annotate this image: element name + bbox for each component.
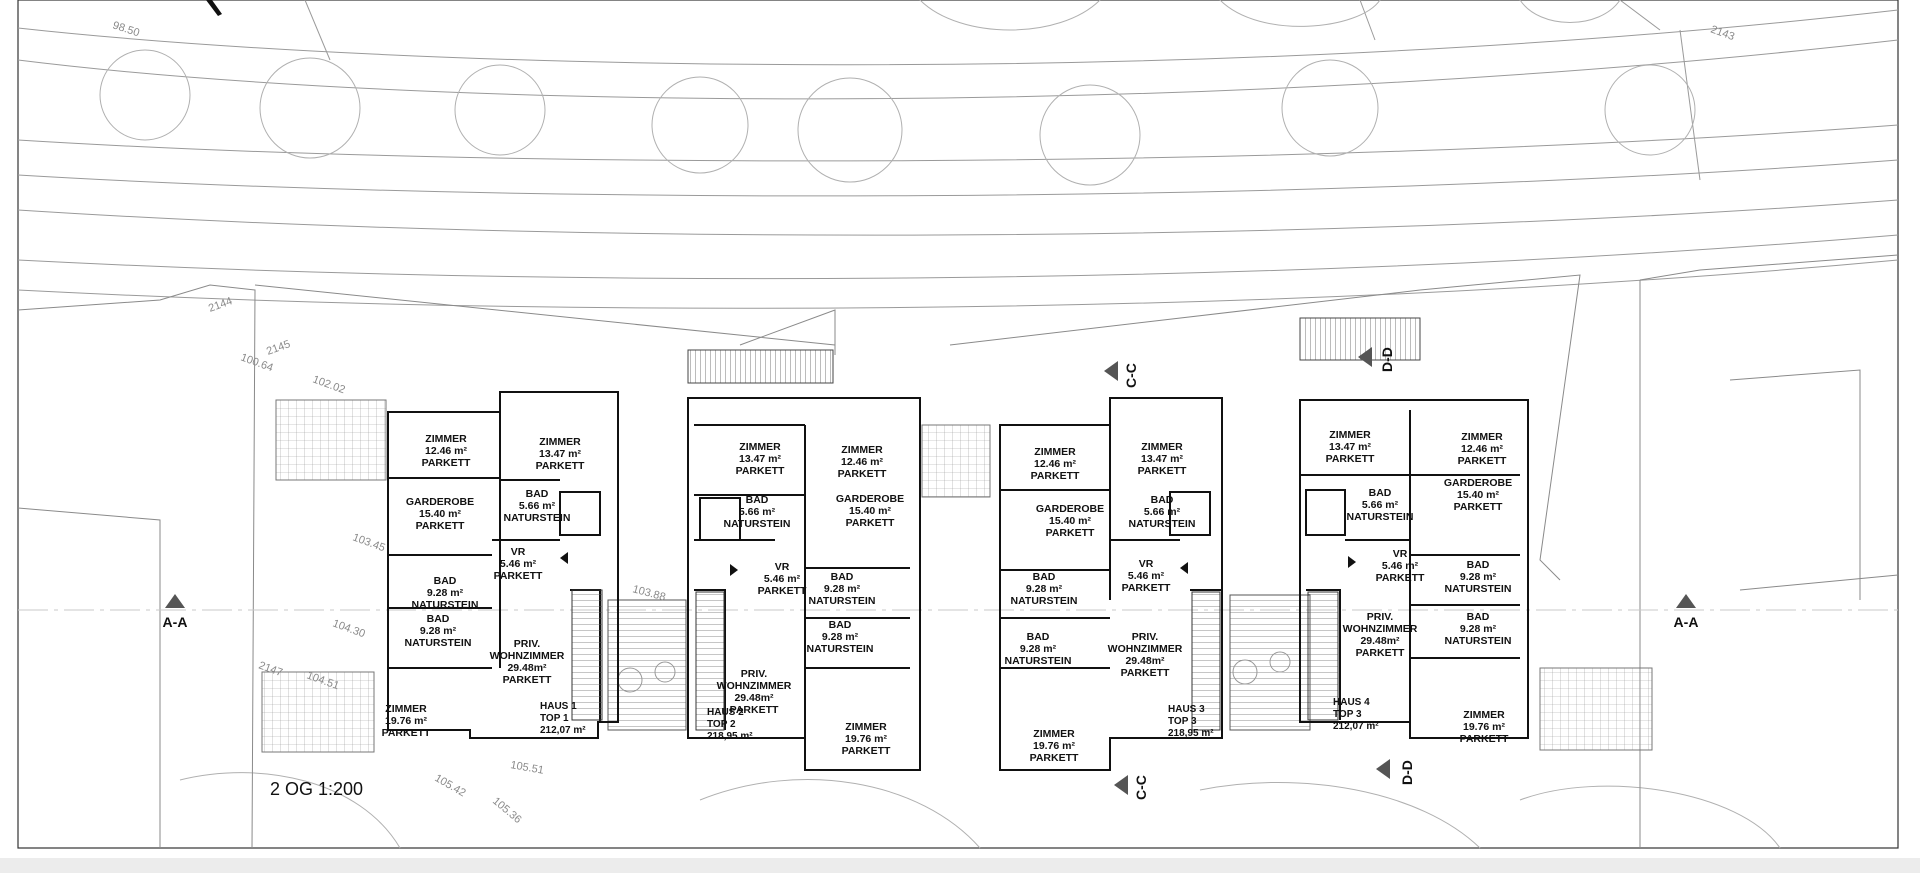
haus-3-walls — [999, 397, 1223, 771]
entrance-arrow-icon — [730, 564, 738, 576]
section-label-c-bottom: C-C — [1133, 775, 1149, 800]
outdoor-stair-3 — [607, 599, 687, 731]
entrance-arrow-icon — [1180, 562, 1188, 574]
section-label-d-bottom: D-D — [1399, 760, 1415, 785]
road-lines — [17, 0, 1899, 309]
north-arrow-icon — [206, 0, 222, 16]
haus-4-stair — [1307, 591, 1339, 721]
haus-4-walls — [1299, 399, 1529, 739]
haus-3-stair — [1191, 591, 1221, 731]
section-label-d-top: D-D — [1379, 347, 1395, 372]
terrain-lines — [17, 254, 1899, 849]
section-label-a-left: A-A — [163, 614, 188, 630]
haus-2-walls — [687, 397, 921, 771]
outdoor-stair-1 — [687, 349, 834, 384]
paving-2 — [261, 671, 375, 753]
paving-4 — [1539, 667, 1653, 751]
trees — [99, 0, 1781, 849]
drawing-title: 2 OG 1:200 — [270, 779, 363, 799]
section-triangle-icon — [1376, 759, 1390, 779]
elevation-label: 105.51 — [509, 759, 544, 777]
haus-1-stair — [571, 589, 603, 721]
section-triangle-icon — [1104, 361, 1118, 381]
paving-1 — [275, 399, 387, 481]
section-triangle-icon — [1676, 594, 1696, 608]
paving-3 — [921, 424, 991, 498]
section-triangle-icon — [1114, 775, 1128, 795]
section-label-c-top: C-C — [1123, 363, 1139, 388]
entrance-arrow-icon — [1348, 556, 1356, 568]
entrance-arrow-icon — [560, 552, 568, 564]
section-label-a-right: A-A — [1674, 614, 1699, 630]
section-triangle-icon — [1358, 347, 1372, 367]
haus-2-stair — [695, 591, 725, 731]
bottom-bar — [0, 858, 1920, 873]
outdoor-stair-2 — [1299, 317, 1421, 361]
section-triangle-icon — [165, 594, 185, 608]
sheet-frame — [17, 0, 1899, 849]
